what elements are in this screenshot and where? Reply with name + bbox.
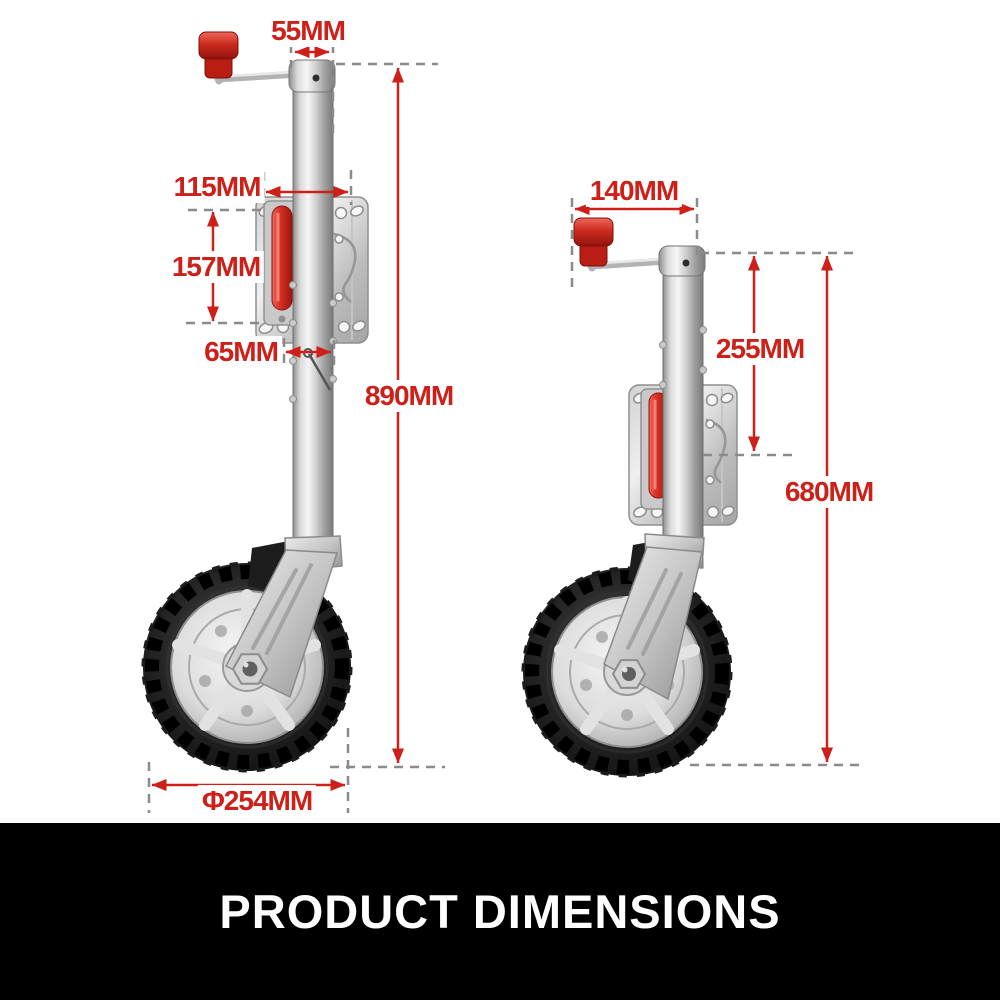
right-swivel-fork bbox=[603, 533, 705, 701]
left-crank-knob-icon bbox=[198, 31, 239, 79]
dim-label-overall-height-retracted: 680MM bbox=[780, 476, 878, 508]
right-crank-knob-icon bbox=[573, 217, 614, 267]
dim-label-clamp-depth: 65MM bbox=[200, 336, 282, 368]
left-swivel-fork bbox=[224, 535, 343, 699]
dim-label-overall-height-extended: 890MM bbox=[360, 380, 458, 412]
banner-title: PRODUCT DIMENSIONS bbox=[219, 885, 781, 938]
dim-label-wheel-diameter: Φ254MM bbox=[197, 785, 317, 817]
dim-label-tube-width: 55MM bbox=[267, 15, 349, 47]
dim-label-handle-length: 140MM bbox=[585, 175, 683, 207]
title-banner: PRODUCT DIMENSIONS bbox=[0, 823, 1000, 1000]
left-jockey-wheel bbox=[141, 31, 369, 773]
left-main-tube bbox=[288, 59, 337, 553]
left-crank-handle bbox=[198, 31, 303, 85]
dim-label-upper-tube-length: 255MM bbox=[711, 333, 809, 365]
dim-label-plate-height: 157MM bbox=[167, 251, 265, 283]
dim-label-plate-width: 115MM bbox=[169, 171, 265, 203]
right-crank-handle bbox=[573, 217, 672, 272]
right-main-tube bbox=[658, 245, 707, 569]
right-jockey-wheel bbox=[521, 217, 738, 778]
jockey-wheel-illustration bbox=[141, 31, 860, 813]
